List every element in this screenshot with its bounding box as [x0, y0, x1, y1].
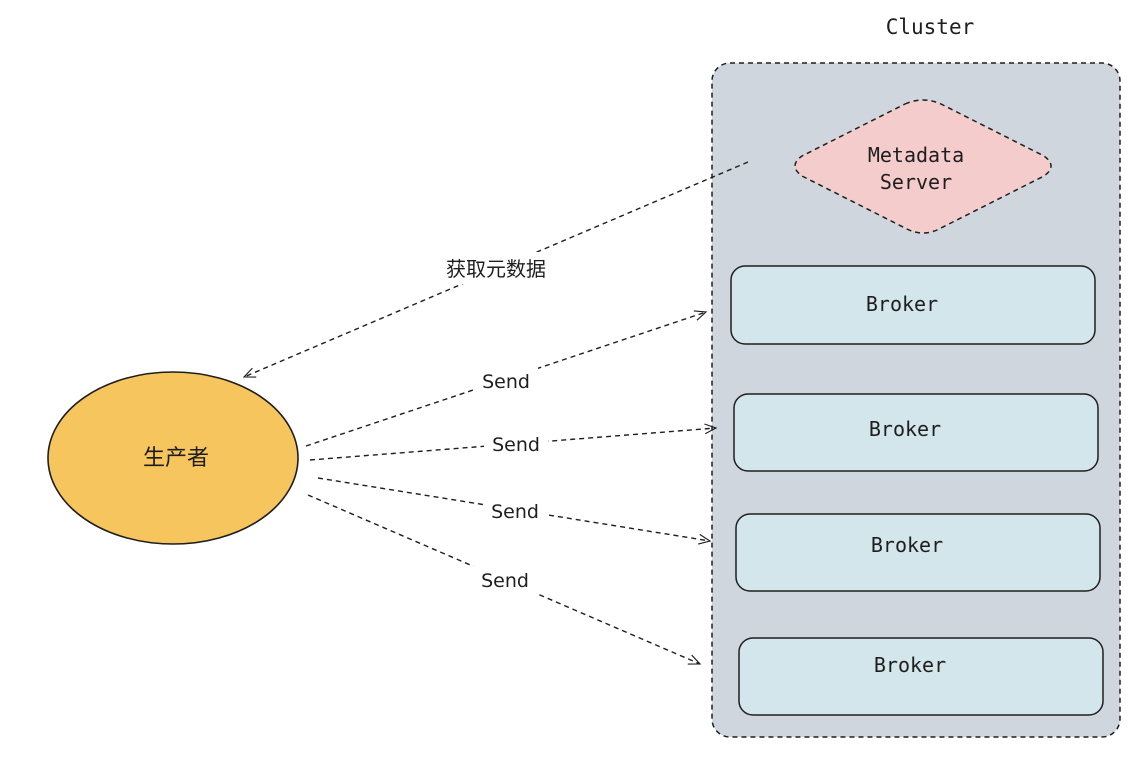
send-arrow — [309, 423, 718, 461]
send-label: Send — [482, 371, 530, 393]
producer-label: 生产者 — [143, 446, 209, 471]
broker-label: Broker — [871, 533, 943, 557]
broker-label: Broker — [866, 292, 938, 316]
send-label: Send — [481, 570, 529, 592]
send-label: Send — [491, 501, 539, 523]
broker-label: Broker — [869, 417, 941, 441]
broker-node: Broker — [733, 393, 1099, 472]
fetch-metadata-label: 获取元数据 — [446, 257, 546, 281]
broker-node: Broker — [730, 265, 1096, 345]
broker-node: Broker — [738, 637, 1104, 716]
broker-node: Broker — [735, 513, 1101, 592]
metadata-server-node: Metadata Server — [794, 99, 1052, 234]
send-label: Send — [492, 434, 540, 456]
broker-label: Broker — [874, 653, 946, 677]
cluster-label: Cluster — [886, 15, 975, 39]
producer-node: 生产者 — [47, 371, 299, 545]
metadata-server-label-line2: Server — [880, 170, 952, 194]
metadata-server-label-line1: Metadata — [868, 143, 964, 167]
send-arrow — [307, 494, 702, 665]
